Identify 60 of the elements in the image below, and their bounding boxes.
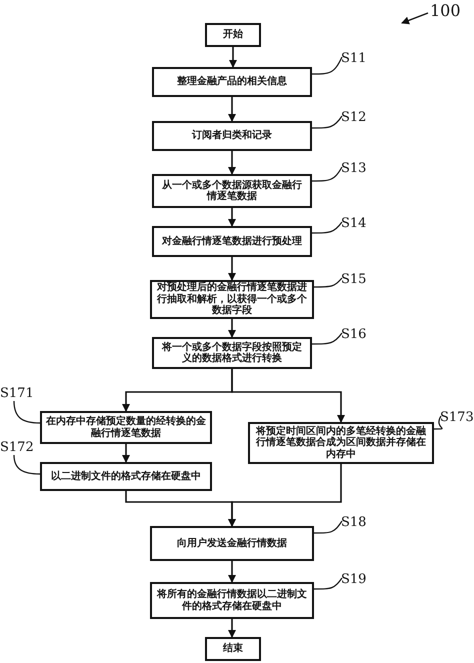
- step-text: 将所有的金融行情数据以二进制文件的格式存储在硬盘中: [156, 589, 308, 612]
- process-box: [152, 121, 312, 151]
- process-box: [152, 67, 312, 97]
- step-text: 从一个或多个数据源获取金融行情逐笔数据: [161, 180, 303, 202]
- step-number: S15: [341, 272, 366, 287]
- process-box: [150, 582, 314, 619]
- step-text: 订阅者归类和记录: [192, 130, 272, 142]
- leader-line: [312, 116, 342, 129]
- step-text: 在内存中存储预定数量的经转换的金融行情逐笔数据: [46, 416, 206, 439]
- step-text: 整理金融产品的相关信息: [177, 76, 287, 88]
- arrow: [228, 464, 342, 527]
- arrow: [228, 561, 236, 583]
- process-box: [152, 226, 312, 257]
- step-number: S16: [341, 327, 366, 342]
- process-box: [152, 174, 312, 208]
- leader-line: [13, 454, 40, 475]
- step-number: S173: [440, 410, 474, 425]
- arrow: [231, 369, 345, 423]
- leader-line: [434, 416, 442, 430]
- process-box: [152, 337, 312, 369]
- process-box: [205, 23, 261, 47]
- leader-line: [312, 332, 342, 345]
- step-text: 对预处理后的金融行情逐笔数据进行抽取和解析，以获得一个或多个数据字段: [156, 282, 308, 317]
- step-text: 将预定时间区间内的多笔经转换的金融行情逐笔数据合成为区间数据并存储在内存中: [254, 426, 427, 460]
- arrow: [229, 47, 237, 68]
- process-box: [248, 422, 434, 464]
- step-text: 将一个或多个数据字段按照预定义的数据格式进行转换: [160, 342, 303, 364]
- step-number: S171: [0, 386, 34, 401]
- step-text: 对金融行情逐笔数据进行预处理: [162, 236, 302, 248]
- arrow: [228, 319, 236, 338]
- leader-line: [314, 278, 342, 288]
- arrow: [122, 444, 130, 463]
- leader-line: [314, 520, 342, 534]
- step-text: 结束: [223, 643, 243, 655]
- step-number: S18: [341, 515, 366, 530]
- arrow: [228, 619, 236, 638]
- step-number: S11: [341, 51, 366, 66]
- process-box: [205, 637, 261, 661]
- step-number: S13: [341, 161, 366, 176]
- process-box: [150, 526, 314, 561]
- step-number: S12: [341, 110, 366, 125]
- leader-line: [312, 166, 343, 182]
- step-text: 开始: [223, 29, 243, 41]
- process-box: [150, 280, 314, 319]
- arrow: [228, 97, 236, 122]
- arrow: [228, 257, 236, 281]
- process-box: [40, 411, 212, 444]
- figure-number: 100: [430, 2, 461, 20]
- step-number: S19: [341, 572, 366, 587]
- process-box: [40, 462, 212, 491]
- step-number: S172: [0, 440, 34, 455]
- leader-line: [312, 222, 342, 234]
- arrow: [228, 151, 236, 175]
- leader-line: [314, 578, 342, 590]
- step-number: S14: [341, 216, 366, 231]
- step-text: 向用户发送金融行情数据: [177, 538, 287, 550]
- arrow: [228, 208, 236, 227]
- leader-line: [312, 56, 343, 75]
- leader-line: [13, 400, 40, 424]
- step-text: 以二进制文件的格式存储在硬盘中: [51, 470, 201, 482]
